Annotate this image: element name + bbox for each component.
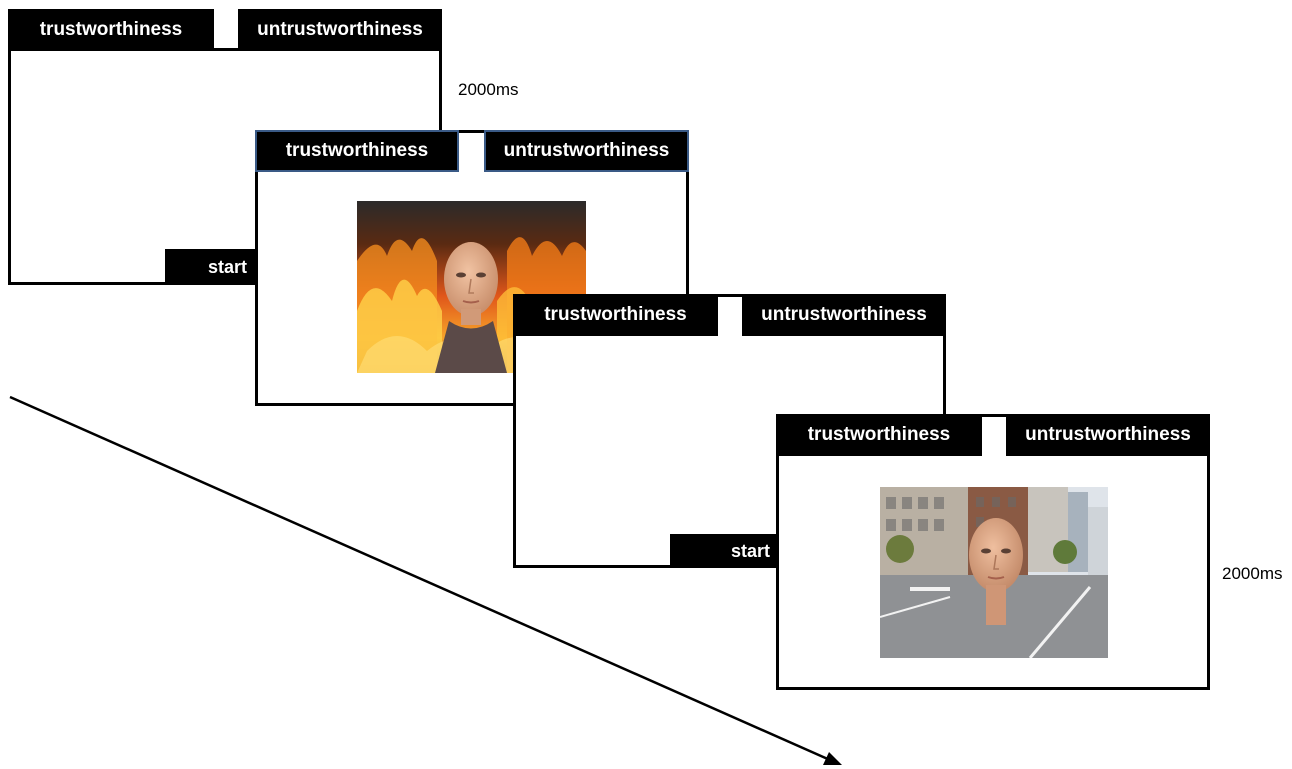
label-trustworthiness-3: trustworthiness [513,294,718,336]
label-untrustworthiness-1: untrustworthiness [238,9,442,51]
label-trustworthiness-1: trustworthiness [8,9,214,51]
start-button-1: start [165,249,257,285]
timing-label-1: 2000ms [458,80,519,99]
arrow-head-icon [823,752,842,765]
street-background-image [880,487,1108,658]
label-untrustworthiness-2: untrustworthiness [484,130,689,172]
label-trustworthiness-2: trustworthiness [255,130,459,172]
label-untrustworthiness-4: untrustworthiness [1006,414,1210,456]
start-button-2: start [670,534,780,568]
stimulus-face-street [880,487,1108,658]
label-trustworthiness-4: trustworthiness [776,414,982,456]
timing-label-2: 2000ms [1222,564,1283,583]
label-untrustworthiness-3: untrustworthiness [742,294,946,336]
